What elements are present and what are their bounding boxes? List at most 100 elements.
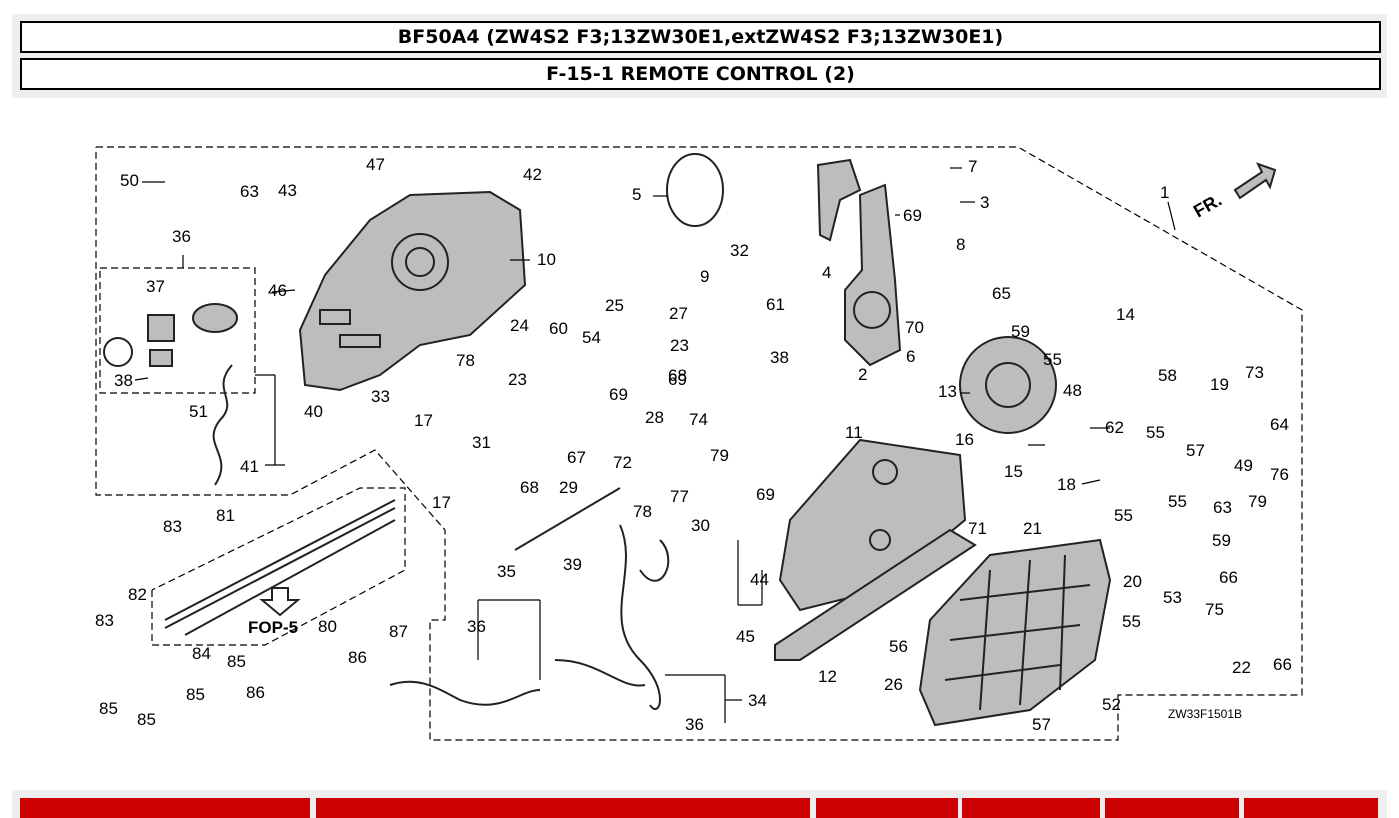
assembly-boundary: [95, 146, 1303, 741]
callout: 87: [389, 622, 408, 641]
callout: 80: [318, 617, 337, 636]
section-title: F-15-1 REMOTE CONTROL (2): [20, 58, 1381, 90]
callout: 38: [770, 348, 789, 367]
callout: 63: [240, 182, 259, 201]
control-cables: [164, 499, 396, 636]
callout: 85: [137, 710, 156, 729]
callout: 59: [1212, 531, 1231, 550]
callout: 17: [432, 493, 451, 512]
callout: 21: [1023, 519, 1042, 538]
shaft-rod: [514, 487, 621, 551]
callout: 68: [520, 478, 539, 497]
callout: 43: [278, 181, 297, 200]
front-direction-arrow: FR.: [1190, 162, 1277, 221]
callout: 38: [114, 371, 133, 390]
callout: 37: [146, 277, 165, 296]
callout: 72: [613, 453, 632, 472]
callout: 36: [172, 227, 191, 246]
lower-plate: [774, 528, 977, 661]
reference-label: FOP-5: [248, 618, 298, 637]
callout: 77: [670, 487, 689, 506]
callout: 76: [1270, 465, 1289, 484]
callout: 67: [567, 448, 586, 467]
callout: 25: [605, 296, 624, 315]
callout: 48: [1063, 381, 1082, 400]
callout: 39: [563, 555, 582, 574]
callout: 69: [756, 485, 775, 504]
callout: 1: [1160, 183, 1169, 202]
key-switch-group-box: [99, 267, 256, 394]
callout: 73: [1245, 363, 1264, 382]
callout: 5: [632, 185, 641, 204]
callout: 84: [192, 644, 211, 663]
callout: 30: [691, 516, 710, 535]
callout: 36: [685, 715, 704, 734]
callout: 66: [1219, 568, 1238, 587]
parts-diagram: FR. FOP-5 ZW33F1501B 1 2 3 4 5 6 7 8 9 1…: [95, 146, 1303, 741]
callout: 83: [163, 517, 182, 536]
callout: 49: [1234, 456, 1253, 475]
callout: 2: [858, 365, 867, 384]
callout: 82: [128, 585, 147, 604]
model-title: BF50A4 (ZW4S2 F3;13ZW30E1,extZW4S2 F3;13…: [20, 21, 1381, 53]
callout: 45: [736, 627, 755, 646]
callout: 68: [668, 366, 687, 385]
callout: 64: [1270, 415, 1289, 434]
callout: 69: [903, 206, 922, 225]
callout: 7: [968, 157, 977, 176]
callout: 56: [889, 637, 908, 656]
callout: 24: [510, 316, 529, 335]
image-code: ZW33F1501B: [1168, 707, 1242, 721]
callout: 11: [845, 423, 863, 442]
callout: 33: [371, 387, 390, 406]
callout-labels: 1 2 3 4 5 6 7 8 9 10 11 12 13 14 15 16 1…: [95, 155, 1292, 734]
reference-arrow: FOP-5: [248, 587, 301, 637]
callout: 53: [1163, 588, 1182, 607]
header-panel: BF50A4 (ZW4S2 F3;13ZW30E1,extZW4S2 F3;13…: [12, 14, 1387, 98]
cable-group-box: [151, 487, 406, 646]
callout: 86: [348, 648, 367, 667]
callout: 29: [559, 478, 578, 497]
callout: 83: [95, 611, 114, 630]
gear-wheel: [959, 336, 1057, 434]
control-housing: [298, 190, 527, 392]
table-column-header: [20, 798, 106, 818]
callout: 86: [246, 683, 265, 702]
callout: 62: [1105, 418, 1124, 437]
callout: 23: [670, 336, 689, 355]
table-column-header: [102, 798, 310, 818]
callout: 28: [645, 408, 664, 427]
callout: 85: [99, 699, 118, 718]
callout: 79: [710, 446, 729, 465]
snap-ring: [666, 153, 724, 227]
callout: 23: [508, 370, 527, 389]
callout: 26: [884, 675, 903, 694]
callout: 47: [366, 155, 385, 174]
callout: 69: [668, 370, 687, 389]
callout: 85: [186, 685, 205, 704]
table-column-header: [1244, 798, 1378, 818]
callout: 71: [968, 519, 987, 538]
callout: 75: [1205, 600, 1224, 619]
callout: 20: [1123, 572, 1142, 591]
parts-table-header: [12, 790, 1387, 818]
callout: 78: [456, 351, 475, 370]
table-column-header: [1105, 798, 1239, 818]
callout: 36: [467, 617, 486, 636]
callout: 50: [120, 171, 139, 190]
callout: 65: [992, 284, 1011, 303]
callout: 54: [582, 328, 601, 347]
callout: 59: [1011, 322, 1030, 341]
table-column-header: [816, 798, 958, 818]
callout: 22: [1232, 658, 1251, 677]
callout: 41: [240, 457, 259, 476]
callout: 8: [956, 235, 965, 254]
callout: 63: [1213, 498, 1232, 517]
stop-cord: [212, 364, 233, 486]
callout: 13: [938, 382, 957, 401]
sub-harness: [389, 680, 541, 706]
callout: 70: [905, 318, 924, 337]
callout: 42: [523, 165, 542, 184]
callout: 32: [730, 241, 749, 260]
callout: 9: [700, 267, 709, 286]
